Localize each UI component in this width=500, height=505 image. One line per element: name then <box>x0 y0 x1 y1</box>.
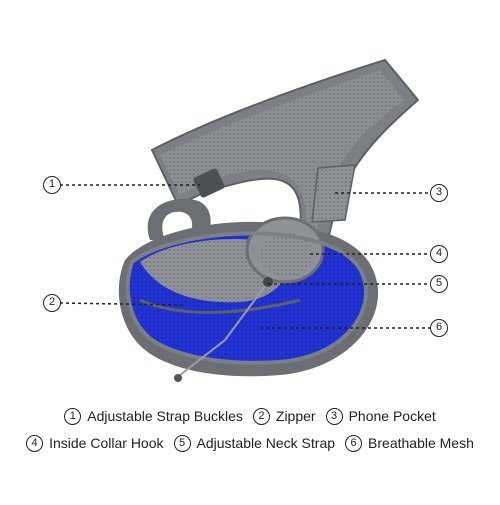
legend-label-6: Breathable Mesh <box>368 435 474 451</box>
legend-label-2: Zipper <box>275 408 316 424</box>
legend-row-2: 4 Inside Collar Hook 5 Adjustable Neck S… <box>0 432 500 454</box>
strap-mesh-panel <box>160 70 404 228</box>
callout-marker-5: 5 <box>430 275 448 293</box>
legend-label-4: Inside Collar Hook <box>49 435 164 451</box>
neck-strap-cord <box>179 281 269 376</box>
callout-marker-1: 1 <box>43 176 61 194</box>
callout-marker-6: 6 <box>430 319 448 337</box>
legend-number-6: 6 <box>345 434 363 452</box>
legend-row-1: 1 Adjustable Strap Buckles 2 Zipper 3 Ph… <box>0 405 500 427</box>
legend-number-5: 5 <box>173 434 191 452</box>
leader-2 <box>59 302 186 306</box>
zipper-line <box>139 298 301 314</box>
legend-item-2: 2 Zipper <box>252 407 316 425</box>
strap-buckle <box>193 168 225 198</box>
legend-item-4: 4 Inside Collar Hook <box>26 434 164 452</box>
collar-hook <box>263 277 273 287</box>
legend-number-2: 2 <box>252 407 270 425</box>
legend-item-3: 3 Phone Pocket <box>325 407 436 425</box>
legend-item-5: 5 Adjustable Neck Strap <box>173 434 336 452</box>
legend-item-1: 1 Adjustable Strap Buckles <box>64 407 243 425</box>
cord-toggle <box>174 374 182 382</box>
legend-label-3: Phone Pocket <box>348 408 436 424</box>
legend-number-1: 1 <box>64 407 82 425</box>
phone-pocket <box>311 164 356 223</box>
callout-leaders <box>59 184 430 329</box>
legend-item-6: 6 Breathable Mesh <box>345 434 474 452</box>
legend-number-3: 3 <box>325 407 343 425</box>
callout-marker-3: 3 <box>430 184 448 202</box>
callout-marker-4: 4 <box>430 245 448 263</box>
legend-label-5: Adjustable Neck Strap <box>196 435 336 451</box>
legend-number-4: 4 <box>26 434 44 452</box>
callout-marker-2: 2 <box>43 294 61 312</box>
legend-label-1: Adjustable Strap Buckles <box>87 408 243 424</box>
pouch-trim <box>125 231 369 365</box>
